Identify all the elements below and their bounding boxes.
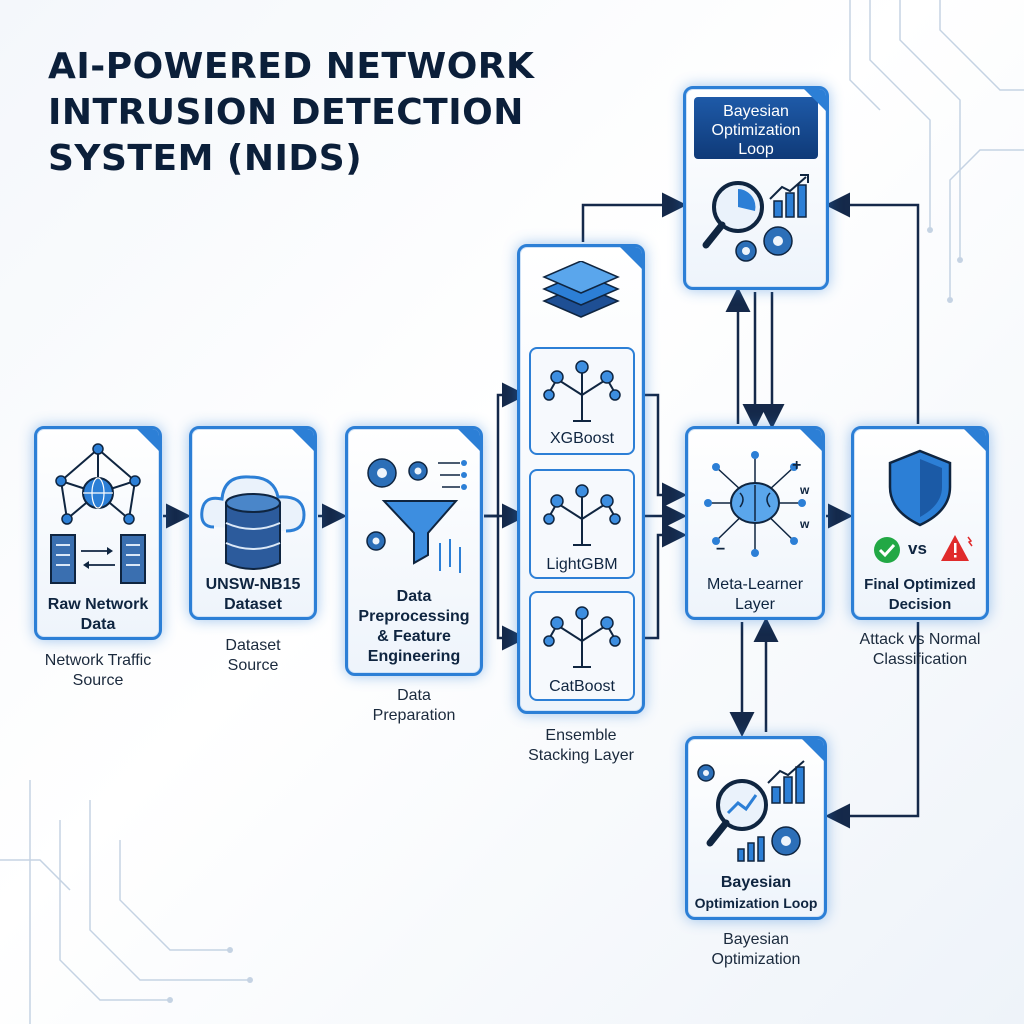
caption-final-1: Attack vs Normal (859, 631, 981, 648)
layers-icon (542, 261, 620, 318)
database-cloud-icon (200, 475, 306, 570)
caption-bayes-bottom: Bayesian Optimization (678, 930, 834, 970)
model-xgboost[interactable]: XGBoost (529, 347, 635, 455)
node-final-decision[interactable]: vs Final Optimized Decision (851, 426, 989, 620)
node-bayesian-loop-bottom[interactable]: Bayesian Optimization Loop (685, 736, 827, 920)
edge-final-bayes-top (825, 192, 920, 424)
warning-icon (941, 535, 973, 561)
node-dataset[interactable]: UNSW-NB15 Dataset (189, 426, 317, 620)
bayes-top-header: Bayesian Optimization Loop (694, 97, 818, 159)
title-line-3: SYSTEM (NIDS) (48, 138, 363, 179)
edge-xgboost-meta (636, 393, 687, 508)
title-line-2: INTRUSION DETECTION (48, 92, 524, 133)
caption-prep: Data Preparation (336, 686, 492, 726)
meta-minus: − (716, 541, 726, 558)
raw-label-2: Data (80, 616, 116, 633)
bayes-top-head-2: Optimization (711, 122, 801, 139)
page-title: AI-POWERED NETWORK INTRUSION DETECTION S… (48, 44, 534, 182)
caption-raw-2: Source (72, 672, 124, 689)
node-raw-network-data[interactable]: Raw Network Data (34, 426, 162, 640)
raw-label-1: Raw Network (47, 596, 149, 613)
tree-icon (543, 606, 621, 668)
title-line-1: AI-POWERED NETWORK (48, 46, 535, 87)
caption-ensemble-1: Ensemble (545, 727, 617, 744)
bayes-top-head-1: Bayesian (723, 103, 789, 120)
bayes-bottom-label-2: Optimization Loop (694, 895, 818, 911)
meta-label-1: Meta-Learner (706, 576, 804, 593)
prep-label-3: & Feature (377, 628, 451, 645)
check-icon (874, 537, 900, 563)
caption-dataset-1: Dataset (225, 637, 281, 654)
caption-dataset-2: Source (227, 657, 279, 674)
model-lightgbm[interactable]: LightGBM (529, 469, 635, 579)
caption-bayes-1: Bayesian (723, 931, 789, 948)
network-servers-icon (50, 443, 146, 584)
model-catboost[interactable]: CatBoost (529, 591, 635, 701)
model-lightgbm-label: LightGBM (546, 556, 618, 573)
prep-label-1: Data (396, 588, 432, 605)
magnifier-chart-icon (697, 760, 805, 862)
caption-final: Attack vs Normal Classification (838, 630, 1002, 670)
meta-weight-1: w (800, 483, 810, 497)
node-meta-learner[interactable]: + w w − Meta-Learner Layer (685, 426, 825, 620)
dataset-label-2: Dataset (224, 596, 282, 613)
tree-icon (543, 484, 621, 546)
caption-raw: Network Traffic Source (20, 651, 176, 691)
bayes-bottom-label-1: Bayesian (720, 874, 792, 891)
vs-text: vs (908, 539, 927, 558)
edge-final-bayes-bottom (825, 622, 920, 829)
final-label-2: Decision (888, 596, 952, 613)
prep-label-2: Preprocessing (358, 608, 470, 625)
caption-bayes-2: Optimization (711, 951, 801, 968)
tree-icon (543, 360, 621, 422)
meta-weight-2: w (800, 517, 810, 531)
caption-dataset: Dataset Source (175, 636, 331, 676)
brain-network-icon (704, 451, 806, 557)
caption-prep-1: Data (397, 687, 431, 704)
node-data-preprocessing[interactable]: Data Preprocessing & Feature Engineering (345, 426, 483, 676)
node-ensemble-stacking[interactable]: XGBoost LightGBM CatBoost (517, 244, 645, 714)
magnifier-chart-icon (702, 174, 809, 262)
node-bayesian-loop-top[interactable]: Bayesian Optimization Loop (683, 86, 829, 290)
caption-prep-2: Preparation (372, 707, 456, 724)
meta-plus: + (792, 457, 802, 474)
model-xgboost-label: XGBoost (549, 430, 615, 447)
edge-catboost-meta (636, 522, 687, 640)
meta-label-2: Layer (734, 596, 776, 613)
funnel-gears-icon (366, 458, 467, 573)
model-catboost-label: CatBoost (549, 678, 615, 695)
prep-label-4: Engineering (367, 648, 461, 665)
shield-icon (888, 449, 952, 527)
caption-final-2: Classification (872, 651, 968, 668)
edge-ensemble-bayes-top (581, 192, 687, 242)
caption-raw-1: Network Traffic (44, 652, 152, 669)
caption-ensemble: Ensemble Stacking Layer (503, 726, 659, 766)
edge-prep-catboost (484, 514, 527, 651)
caption-ensemble-2: Stacking Layer (528, 747, 634, 764)
bayes-top-head-3: Loop (738, 141, 774, 158)
final-label-1: Final Optimized (864, 576, 976, 593)
dataset-label-1: UNSW-NB15 (205, 576, 301, 593)
